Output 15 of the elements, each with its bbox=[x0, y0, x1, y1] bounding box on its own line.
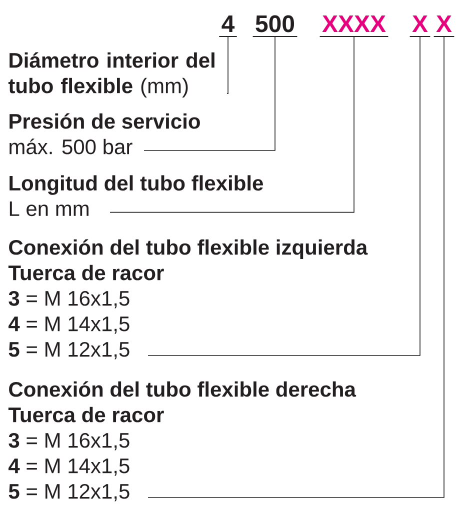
code-segment: XXXX bbox=[319, 15, 389, 37]
description-text: Conexión del tubo flexible derecha Tuerca de racor 3 = M 16x1,5 4 = M 14x1,5 5 = M 12x1,5 bbox=[8, 381, 356, 502]
description-text: Diámetro interior del tubo flexible (mm) bbox=[8, 52, 214, 98]
leader-line bbox=[110, 36, 354, 213]
code-segment: 500 bbox=[252, 15, 298, 37]
leader-line bbox=[144, 36, 276, 151]
leader-line bbox=[148, 36, 444, 498]
description-text: Presión de servicio máx. 500 bar bbox=[10, 113, 200, 154]
description-text: Longitud del tubo flexible L en mm bbox=[10, 175, 263, 216]
description-text: Conexión del tubo flexible izquierda Tuerca de racor 3 = M 16x1,5 4 = M 14x1,5 5 = M 12x1,5 bbox=[8, 239, 368, 360]
code-segment: X bbox=[433, 15, 455, 37]
code-segment: X bbox=[409, 15, 431, 37]
leader-line bbox=[226, 36, 228, 94]
code-segment: 4 bbox=[218, 15, 238, 37]
leader-line bbox=[148, 36, 420, 356]
